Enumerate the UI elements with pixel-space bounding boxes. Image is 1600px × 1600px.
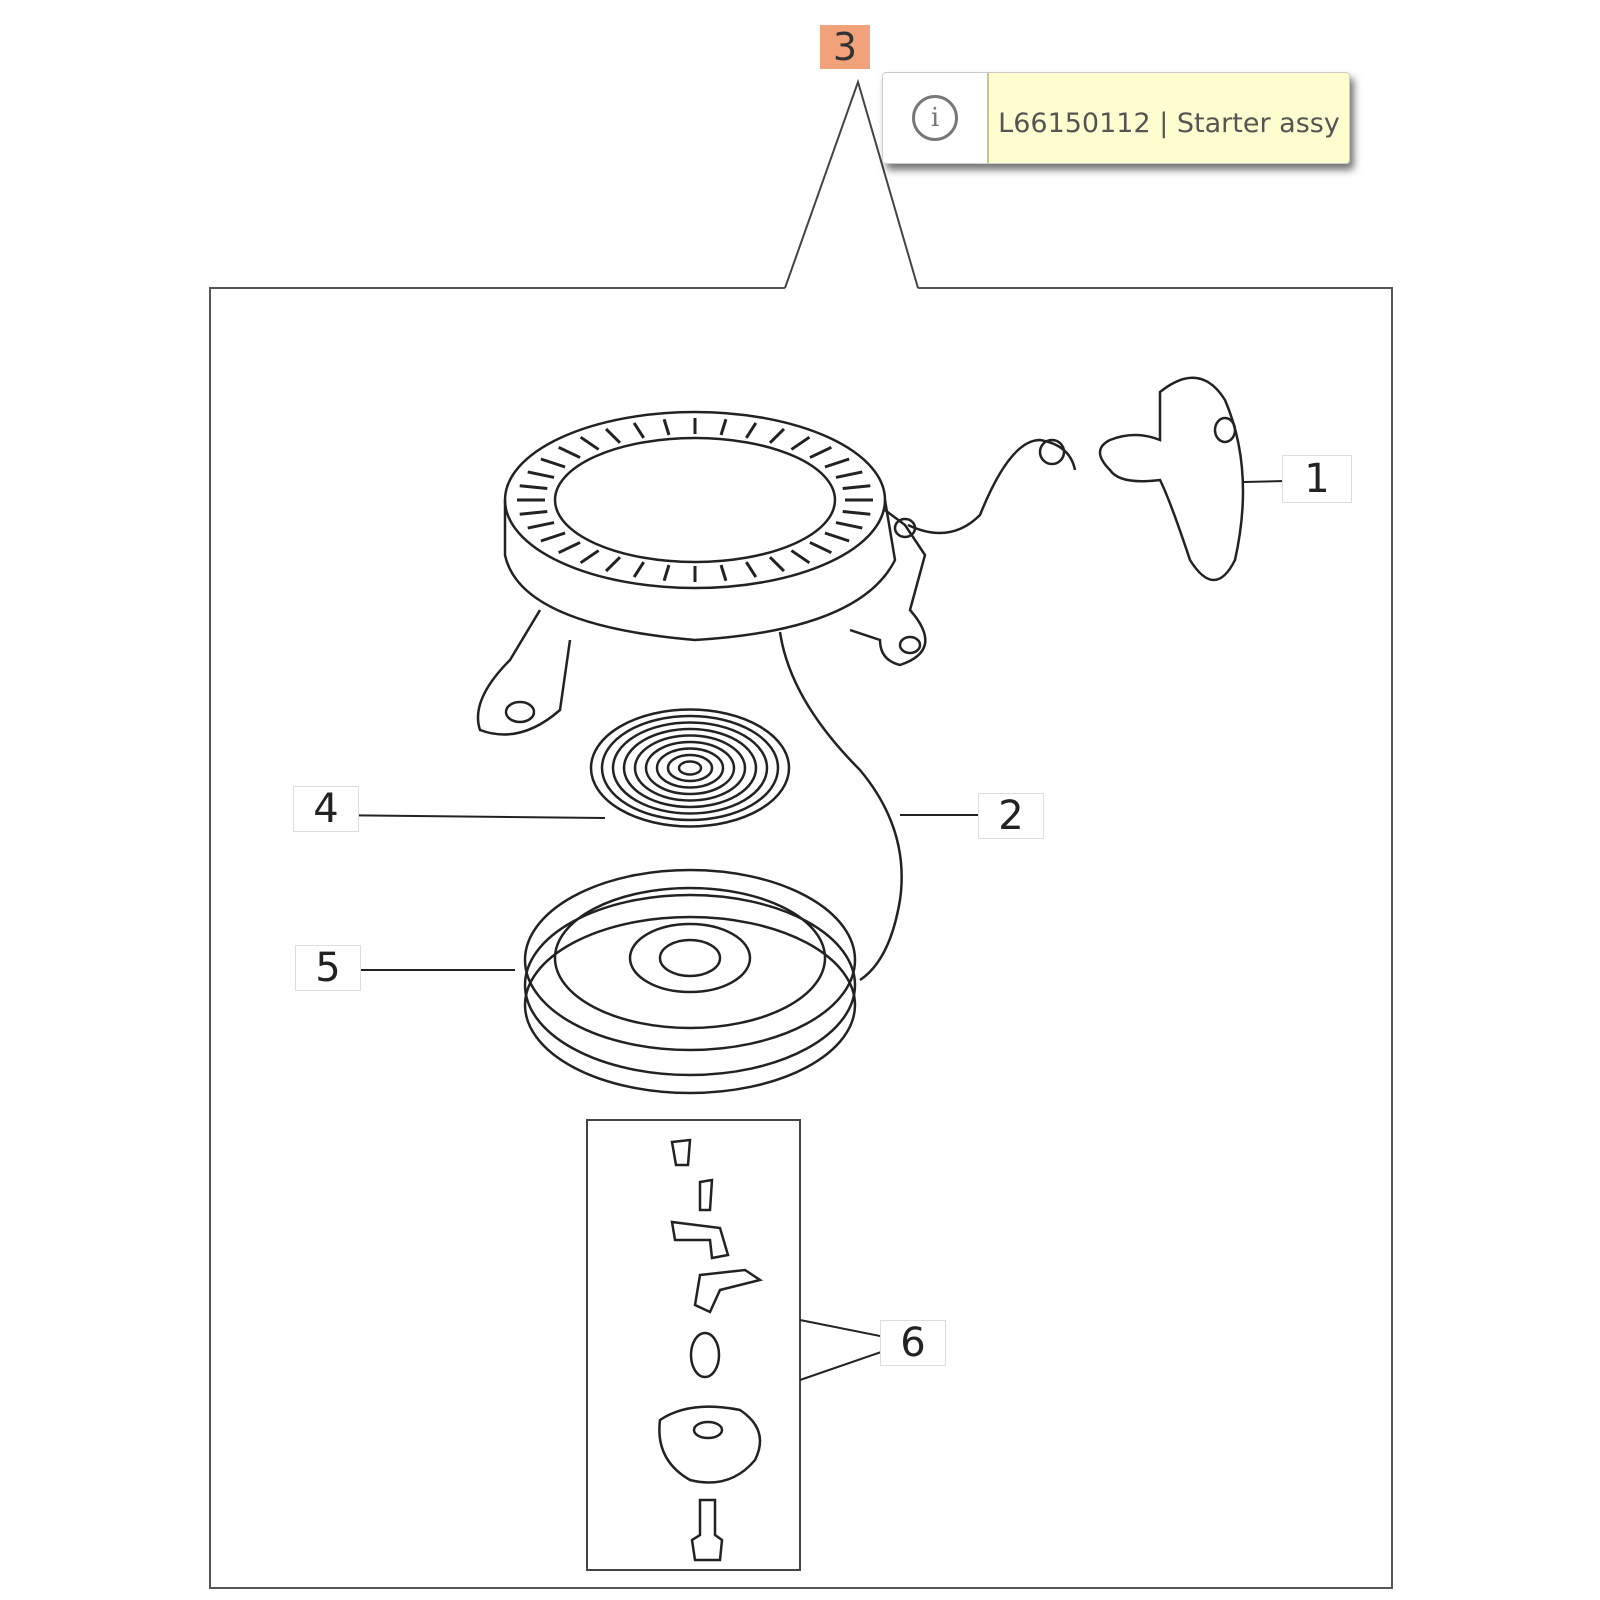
vent-slot bbox=[579, 549, 600, 565]
vent-slot bbox=[540, 531, 566, 543]
vent-slot bbox=[842, 484, 871, 491]
vent-slot bbox=[604, 556, 622, 573]
callout-4[interactable]: 4 bbox=[293, 786, 359, 832]
spring-coil bbox=[666, 753, 714, 783]
vent-slot bbox=[809, 541, 833, 555]
tooltip-text: L66150112 | Starter assy bbox=[989, 73, 1349, 163]
vent-slot bbox=[519, 509, 548, 516]
spring-coil bbox=[633, 734, 747, 802]
callout-1[interactable]: 1 bbox=[1282, 455, 1352, 503]
vent-slot bbox=[632, 422, 645, 439]
starter-rope bbox=[778, 631, 903, 982]
vent-slot bbox=[835, 521, 863, 530]
callout-5[interactable]: 5 bbox=[295, 945, 361, 991]
vent-slot bbox=[719, 418, 728, 436]
callout-2[interactable]: 2 bbox=[978, 793, 1044, 839]
spring-coil bbox=[589, 708, 791, 828]
info-icon: i bbox=[883, 73, 989, 163]
vent-slot bbox=[768, 556, 786, 573]
vent-slot bbox=[519, 484, 548, 491]
leader-4 bbox=[319, 814, 606, 819]
callout-6[interactable]: 6 bbox=[880, 1320, 946, 1366]
vent-slot bbox=[557, 445, 581, 459]
vent-slot bbox=[632, 561, 645, 578]
spring-coil bbox=[655, 747, 725, 789]
vent-slot bbox=[835, 470, 863, 479]
spring-coil bbox=[611, 721, 769, 815]
vent-slot bbox=[527, 521, 555, 530]
vent-slot bbox=[790, 549, 811, 565]
vent-slot bbox=[662, 564, 671, 582]
starter-handle bbox=[907, 376, 1245, 582]
housing-vents bbox=[517, 418, 873, 582]
vent-slot bbox=[527, 470, 555, 479]
vent-slot bbox=[745, 561, 758, 578]
recoil-spring bbox=[589, 708, 791, 828]
vent-slot bbox=[540, 457, 566, 469]
vent-slot bbox=[824, 531, 850, 543]
badge-leader bbox=[784, 78, 919, 289]
vent-slot bbox=[842, 509, 871, 516]
part-tooltip: i L66150112 | Starter assy bbox=[882, 72, 1350, 164]
vent-slot bbox=[824, 457, 850, 469]
vent-slot bbox=[579, 435, 600, 451]
vent-slot bbox=[768, 427, 786, 444]
ratchet-kit-frame bbox=[586, 1119, 801, 1571]
assembly-badge-3[interactable]: 3 bbox=[820, 25, 870, 69]
spring-coil bbox=[622, 727, 758, 809]
vent-slot bbox=[809, 445, 833, 459]
ratchet-kit-parts bbox=[658, 1138, 764, 1562]
starter-housing bbox=[476, 410, 927, 736]
pulley bbox=[523, 868, 857, 1095]
vent-slot bbox=[557, 541, 581, 555]
vent-slot bbox=[604, 427, 622, 444]
vent-slot bbox=[719, 564, 728, 582]
vent-slot bbox=[662, 418, 671, 436]
spring-coil bbox=[644, 740, 736, 796]
assembly-frame bbox=[209, 287, 1393, 1589]
spring-coil bbox=[600, 714, 780, 822]
vent-slot bbox=[745, 422, 758, 439]
vent-slot bbox=[790, 435, 811, 451]
spring-coil bbox=[677, 760, 703, 776]
